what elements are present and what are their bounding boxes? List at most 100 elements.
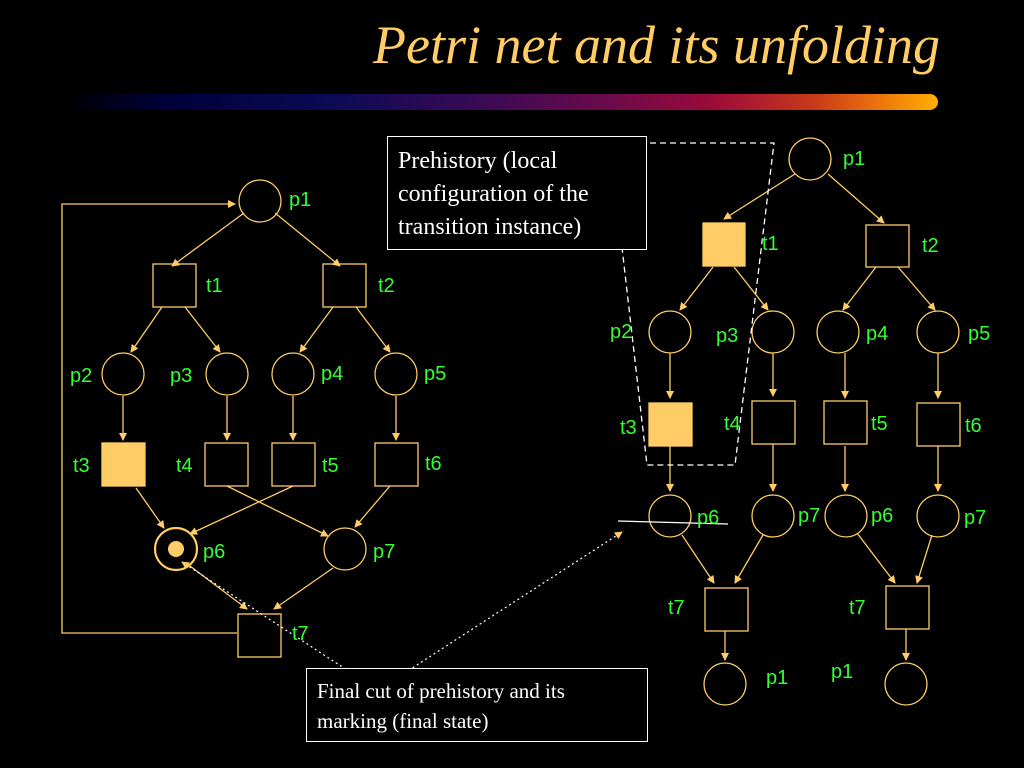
transition <box>704 587 749 632</box>
arc <box>723 173 796 220</box>
final-cut-pointers <box>181 520 729 677</box>
transition <box>374 442 419 487</box>
transition <box>916 402 961 447</box>
arc <box>856 532 896 584</box>
place <box>751 494 795 538</box>
arc <box>733 266 769 311</box>
label-L_p4: p4 <box>321 363 343 385</box>
label-L_t5: t5 <box>322 455 339 477</box>
place <box>788 137 832 181</box>
arc <box>135 487 165 529</box>
label-L_t2: t2 <box>378 275 395 297</box>
label-L_p2: p2 <box>70 365 92 387</box>
label-R_t2: t2 <box>922 235 939 257</box>
arc <box>915 534 933 584</box>
arc <box>355 306 391 353</box>
transition <box>271 442 316 487</box>
transition <box>322 263 367 308</box>
place <box>884 662 928 706</box>
pointer-right <box>399 531 623 677</box>
transition <box>152 263 197 308</box>
arc <box>299 306 334 353</box>
transition <box>885 585 930 630</box>
label-L_p1: p1 <box>289 189 311 211</box>
label-R_p5: p5 <box>968 323 990 345</box>
arc <box>189 485 294 535</box>
arc <box>226 485 329 537</box>
arc <box>354 485 391 528</box>
label-R_p1c: p1 <box>831 661 853 683</box>
place-marked <box>153 526 199 572</box>
label-R_t4: t4 <box>724 413 741 435</box>
slide-title: Petri net and its unfolding <box>373 15 940 75</box>
right-net-labels: p1 p2 p3 p4 p5 p6 p7 p6 p7 p1 p1 t1 t2 t… <box>610 148 990 689</box>
place <box>101 352 145 396</box>
label-R_p3: p3 <box>716 325 738 347</box>
label-R_p6b: p6 <box>871 505 893 527</box>
transition <box>204 442 249 487</box>
arc <box>897 266 936 311</box>
label-R_p2: p2 <box>610 321 632 343</box>
arc <box>184 306 221 353</box>
label-L_p6: p6 <box>203 541 225 563</box>
left-net-labels: p1 p2 p3 p4 p5 p6 p7 t1 t2 t3 t4 t5 t6 t… <box>70 189 446 645</box>
arc <box>171 212 245 267</box>
label-L_t1: t1 <box>206 275 223 297</box>
place <box>916 494 960 538</box>
left-net <box>61 179 419 658</box>
arc <box>274 212 341 267</box>
label-L_p5: p5 <box>424 363 446 385</box>
place <box>648 310 692 354</box>
label-L_t6: t6 <box>425 453 442 475</box>
title-gradient-bar <box>62 94 938 110</box>
right-net <box>648 137 961 706</box>
label-L_p3: p3 <box>170 365 192 387</box>
label-R_p7b: p7 <box>964 507 986 529</box>
transition <box>823 400 868 445</box>
token <box>168 541 184 557</box>
arc <box>130 306 163 353</box>
arc <box>827 173 885 224</box>
transition <box>865 224 910 268</box>
place <box>323 527 367 571</box>
label-L_t3: t3 <box>73 455 90 477</box>
label-L_t4: t4 <box>176 455 193 477</box>
final-cut-note: Final cut of prehistory and its marking … <box>306 668 648 742</box>
cut-line <box>617 520 729 525</box>
arc <box>681 534 715 584</box>
place <box>648 494 692 538</box>
label-R_p7a: p7 <box>798 505 820 527</box>
label-R_p6a: p6 <box>697 507 719 529</box>
transition-highlighted <box>101 442 146 487</box>
label-R_p1a: p1 <box>843 148 865 170</box>
label-R_p4: p4 <box>866 323 888 345</box>
place <box>205 352 249 396</box>
place <box>703 662 747 706</box>
transition-highlighted <box>702 222 746 267</box>
transition <box>751 400 796 445</box>
place <box>916 310 960 354</box>
arc <box>679 266 714 311</box>
label-R_t7a: t7 <box>668 597 685 619</box>
arc <box>273 567 334 610</box>
place <box>238 179 282 223</box>
place <box>271 352 315 396</box>
place <box>374 352 418 396</box>
place <box>816 310 860 354</box>
label-R_p1b: p1 <box>766 667 788 689</box>
label-R_t3: t3 <box>620 417 637 439</box>
place <box>824 494 868 538</box>
transition <box>237 613 282 658</box>
label-L_t7: t7 <box>292 623 309 645</box>
prehistory-region <box>609 142 775 466</box>
pointer-left <box>181 561 351 673</box>
label-R_t1: t1 <box>762 233 779 255</box>
prehistory-note: Prehistory (local configuration of the t… <box>387 136 647 250</box>
label-L_p7: p7 <box>373 541 395 563</box>
arc-loop <box>61 200 237 634</box>
transition-highlighted <box>648 402 693 447</box>
place <box>751 310 795 354</box>
label-R_t5: t5 <box>871 413 888 435</box>
label-R_t6: t6 <box>965 415 982 437</box>
